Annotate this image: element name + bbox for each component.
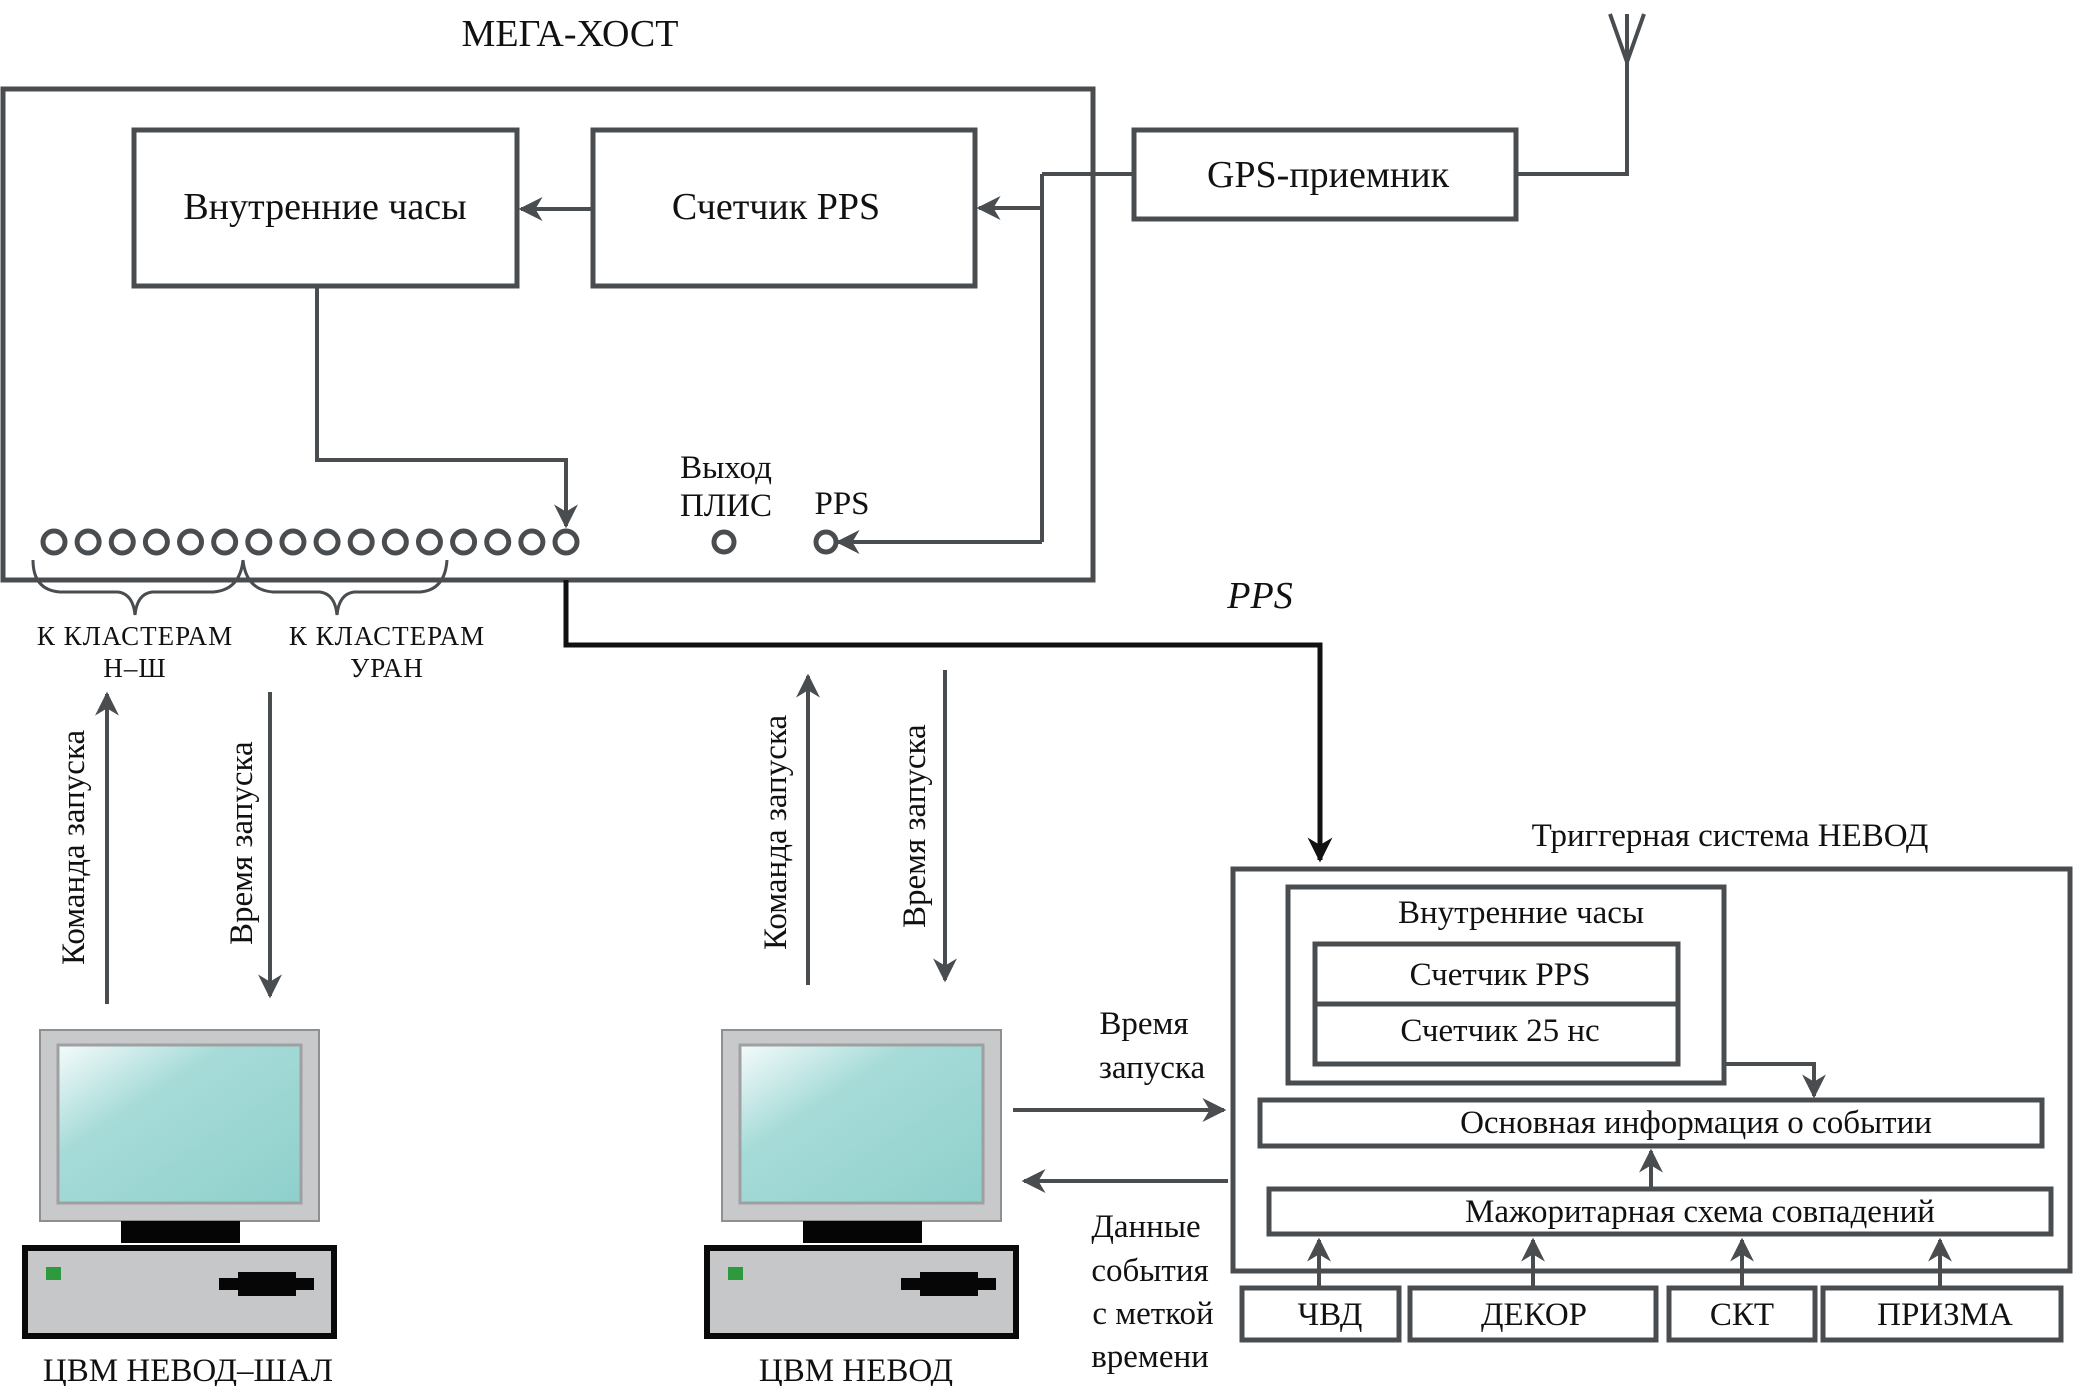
cluster-ports (40, 528, 580, 556)
antenna-icon (1516, 13, 1646, 176)
cluster-port (484, 528, 512, 556)
cluster-port (347, 528, 375, 556)
computer-icon (704, 1029, 1019, 1339)
detector-label-prizma: ПРИЗМА (1877, 1297, 2013, 1333)
pps-link-label: PPS (1226, 575, 1292, 617)
fpga-output-label-line2: ПЛИС (680, 488, 772, 524)
majority-scheme-label: Мажоритарная схема совпадений (1465, 1194, 1935, 1230)
trigger-pps-counter-label: Счетчик PPS (1410, 957, 1591, 993)
mega-host-pps-counter-box (590, 127, 978, 289)
cluster-port (381, 528, 409, 556)
computer-icon (22, 1029, 337, 1339)
detector-label-skt: СКТ (1710, 1297, 1774, 1333)
clusters-nsh-label-line2: Н–Ш (103, 653, 166, 683)
mega-host-pps-counter-label: Счетчик PPS (672, 186, 880, 228)
cluster-port (552, 528, 580, 556)
trigger-ns-counter-box (1312, 1001, 1681, 1067)
launch-command-label-left: Команда запуска (56, 730, 92, 965)
cluster-port (279, 528, 307, 556)
event-info-label: Основная информация о событии (1460, 1105, 1932, 1141)
arrow-clock-to-port (315, 286, 578, 529)
trigger-system-title: Триггерная система НЕВОД (1532, 818, 1929, 854)
detector-label-chvd: ЧВД (1298, 1297, 1363, 1333)
brace-clusters-uran (241, 559, 449, 616)
clusters-uran-label-line2: УРАН (350, 653, 424, 683)
cluster-port (40, 528, 68, 556)
cluster-port (108, 528, 136, 556)
event-info-box (1257, 1097, 2045, 1149)
cluster-port (142, 528, 170, 556)
cluster-port (518, 528, 546, 556)
detector-label-dekor: ДЕКОР (1481, 1297, 1587, 1333)
computer-label-right: ЦВМ НЕВОД (759, 1353, 953, 1386)
launch-command-label-right: Команда запуска (758, 715, 794, 950)
clusters-uran-label-line1: К КЛАСТЕРАМ (289, 621, 485, 651)
cluster-port (415, 528, 443, 556)
cluster-port (177, 528, 205, 556)
computer-label-left: ЦВМ НЕВОД–ШАЛ (43, 1353, 333, 1386)
arrow-clock-to-event-info (1724, 1062, 1826, 1099)
launch-time-label-line2: запуска (1099, 1050, 1206, 1086)
gps-receiver-label: GPS-приемник (1207, 154, 1450, 196)
cluster-port (450, 528, 478, 556)
launch-time-label-right: Время запуска (897, 724, 933, 928)
pps-port-label: PPS (814, 486, 869, 522)
cluster-port (74, 528, 102, 556)
trigger-internal-clock-label: Внутренние часы (1398, 895, 1644, 931)
event-data-label-line1: Данные (1091, 1209, 1200, 1245)
launch-time-label-left: Время запуска (224, 741, 260, 945)
fpga-output-label-line1: Выход (680, 450, 772, 486)
trigger-pps-counter-box (1312, 941, 1681, 1007)
mega-host-internal-clock-box (131, 127, 520, 289)
pps-port (813, 529, 839, 555)
mega-host-internal-clock-label: Внутренние часы (183, 186, 466, 228)
launch-time-label-line1: Время (1099, 1006, 1188, 1042)
mega-host-title: МЕГА-ХОСТ (462, 13, 679, 55)
fpga-output-port (711, 529, 737, 555)
event-data-label-line2: события (1091, 1253, 1208, 1289)
event-data-label-line4: времени (1091, 1339, 1209, 1375)
brace-clusters-nsh (31, 559, 245, 616)
pps-link-to-trigger (563, 580, 1333, 863)
trigger-ns-counter-label: Счетчик 25 нс (1400, 1013, 1599, 1049)
majority-scheme-box (1266, 1186, 2054, 1237)
cluster-port (245, 528, 273, 556)
event-data-label-line3: с меткой (1092, 1296, 1213, 1332)
cluster-port (211, 528, 239, 556)
clusters-nsh-label-line1: К КЛАСТЕРАМ (37, 621, 233, 651)
cluster-port (313, 528, 341, 556)
